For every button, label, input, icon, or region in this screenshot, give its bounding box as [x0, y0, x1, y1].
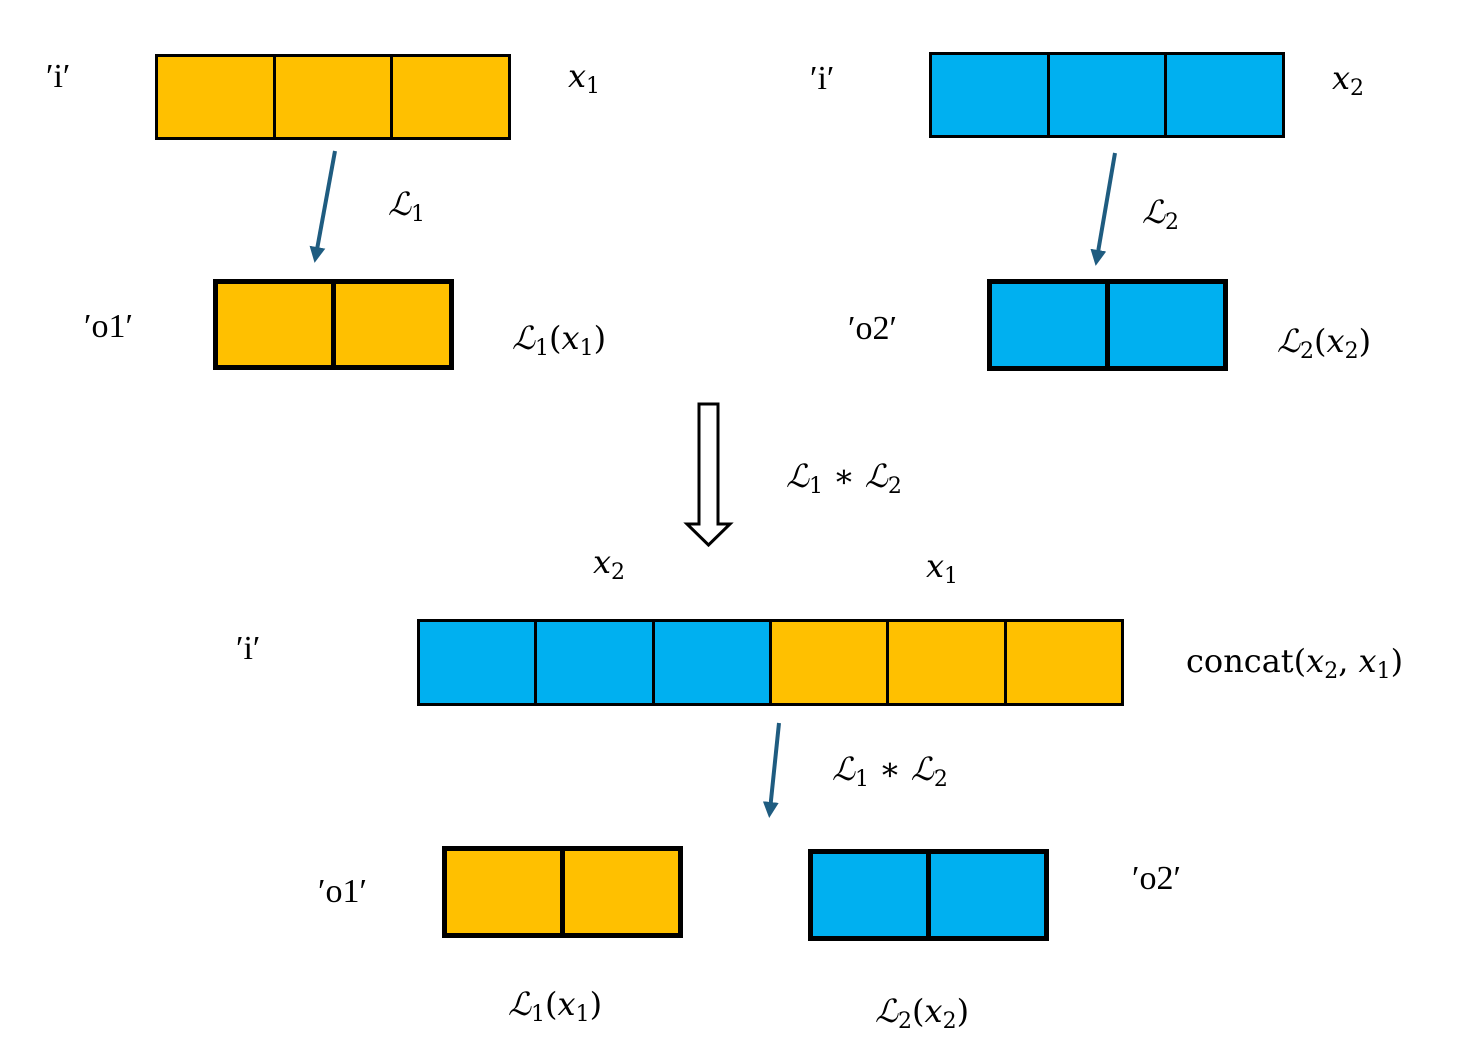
vector-cell: [447, 851, 565, 933]
top-right-input-var: x2: [1332, 62, 1364, 100]
bottom-output1-vector: [442, 846, 683, 938]
arg-var: x: [557, 985, 576, 1023]
vector-cell: [1110, 284, 1223, 366]
layer-operator: ∗: [879, 750, 901, 788]
arg-sub: 2: [942, 1009, 957, 1034]
vector-cell: [275, 57, 394, 137]
bottom-output1-expr: ℒ1(x1): [508, 985, 603, 1027]
vector-cell: [992, 284, 1110, 366]
top-left-input-var: x1: [568, 60, 600, 98]
fn-sub: 2: [1300, 339, 1315, 364]
fn-symbol: ℒ: [508, 985, 532, 1023]
arrow-combine-hollow: [683, 402, 734, 548]
top-left-output-expr: ℒ1(x1): [512, 319, 607, 361]
top-right-output-expr: ℒ2(x2): [1277, 322, 1372, 364]
arrow-layer2: [1090, 152, 1117, 266]
vector-cell: [1049, 55, 1168, 135]
concat-arg-a-sub: 2: [1324, 659, 1339, 684]
var-base: x: [593, 543, 612, 581]
combine-operator: ∗: [833, 457, 855, 495]
vector-cell: [932, 55, 1050, 135]
vector-cell: [931, 854, 1044, 936]
bottom-output1-tag: ′o1′: [318, 873, 367, 910]
layer-sub: 1: [411, 202, 426, 227]
arg-sub: 1: [575, 1002, 590, 1027]
layer-b: ℒ: [910, 750, 934, 788]
bottom-output2-expr: ℒ2(x2): [875, 992, 970, 1034]
var-base: x: [568, 57, 587, 95]
fn-sub: 1: [531, 1002, 546, 1027]
vector-cell: [889, 622, 1007, 703]
bottom-layer-label: ℒ1∗ℒ2: [832, 753, 948, 791]
layer-a: ℒ: [832, 750, 856, 788]
top-right-layer-label: ℒ2: [1142, 196, 1179, 234]
layer-a: ℒ: [786, 457, 810, 495]
arrow-combined-layer: [762, 722, 781, 818]
top-left-input-tag: ′i′: [46, 58, 71, 95]
layer-b-sub: 2: [933, 767, 948, 792]
arg-sub: 2: [1344, 339, 1359, 364]
arg-var: x: [1326, 322, 1345, 360]
bottom-input-tag: ′i′: [236, 630, 261, 667]
vector-cell: [654, 622, 772, 703]
layer-a-sub: 1: [855, 767, 870, 792]
layer-b-sub: 2: [887, 474, 902, 499]
bottom-part-right-var: x1: [926, 550, 958, 588]
bottom-output2-tag: ′o2′: [1132, 860, 1181, 897]
vector-cell: [420, 622, 538, 703]
top-right-input-tag: ′i′: [810, 60, 835, 97]
arrow-layer1: [309, 150, 337, 263]
vector-cell: [565, 851, 678, 933]
var-base: x: [926, 547, 945, 585]
layer-a-sub: 1: [809, 474, 824, 499]
concat-fn: concat: [1186, 642, 1294, 680]
bottom-input-vector: [417, 619, 1124, 706]
concat-arg-b-sub: 1: [1376, 659, 1391, 684]
var-sub: 1: [944, 564, 959, 589]
fn-symbol: ℒ: [875, 992, 899, 1030]
top-right-input-vector: [929, 52, 1285, 138]
concat-arg-b: x: [1358, 642, 1377, 680]
vector-cell: [771, 622, 890, 703]
arg-sub: 1: [579, 336, 594, 361]
fn-symbol: ℒ: [512, 319, 536, 357]
vector-cell: [1167, 55, 1283, 135]
var-sub: 1: [586, 74, 601, 99]
fn-symbol: ℒ: [1277, 322, 1301, 360]
top-left-output-vector: [213, 279, 454, 370]
vector-cell: [218, 284, 336, 365]
layer-b: ℒ: [864, 457, 888, 495]
vector-cell: [158, 57, 276, 137]
top-right-output-vector: [987, 279, 1228, 371]
top-left-layer-label: ℒ1: [388, 188, 425, 226]
top-left-output-tag: ′o1′: [84, 308, 133, 345]
concat-label: concat(x2, x1): [1186, 642, 1404, 684]
bottom-part-left-var: x2: [593, 546, 625, 584]
vector-cell: [537, 622, 655, 703]
arg-var: x: [561, 319, 580, 357]
vector-cell: [1006, 622, 1121, 703]
var-sub: 2: [1350, 76, 1365, 101]
vector-cell: [393, 57, 509, 137]
vector-cell: [813, 854, 931, 936]
top-right-output-tag: ′o2′: [848, 310, 897, 347]
bottom-output2-vector: [808, 849, 1049, 941]
layer-sub: 2: [1165, 210, 1180, 235]
vector-cell: [336, 284, 449, 365]
concat-arg-a: x: [1306, 642, 1325, 680]
top-left-input-vector: [155, 54, 511, 140]
layer-symbol: ℒ: [388, 185, 412, 223]
combine-label: ℒ1∗ℒ2: [786, 460, 902, 498]
fn-sub: 1: [535, 336, 550, 361]
var-sub: 2: [611, 560, 626, 585]
layer-symbol: ℒ: [1142, 193, 1166, 231]
var-base: x: [1332, 59, 1351, 97]
fn-sub: 2: [898, 1009, 913, 1034]
arg-var: x: [924, 992, 943, 1030]
